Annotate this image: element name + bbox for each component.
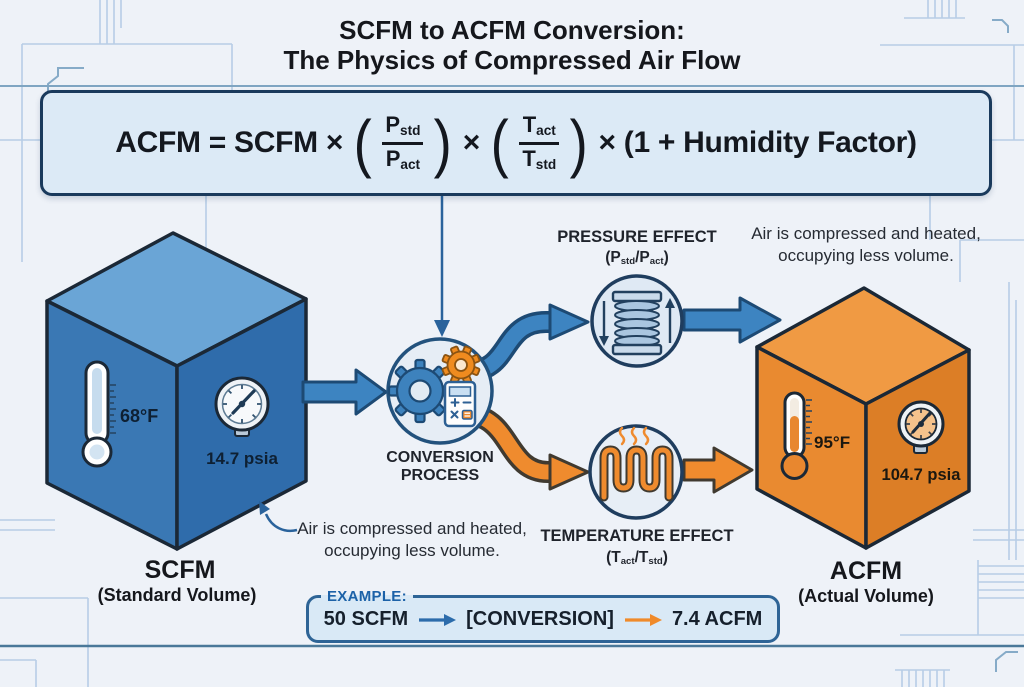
- pressure-effect-formula: (Pstd/Pact): [605, 249, 669, 267]
- formula-part: (P: [605, 249, 621, 266]
- blue-arrow-icon: [419, 613, 457, 626]
- formula-part: ): [662, 549, 668, 566]
- orange-arrow-icon: [624, 613, 662, 626]
- calculator-icon: [443, 380, 477, 428]
- annotation-line: Air is compressed and heated,: [297, 519, 527, 538]
- annotation-line: occupying less volume.: [778, 246, 954, 266]
- close-paren: ): [569, 107, 588, 179]
- formula-sub: act: [649, 256, 664, 268]
- example-label: EXAMPLE:: [327, 588, 407, 605]
- formula-box: ACFM = SCFM × ( Pstd Pact ) × ( Tact Tst…: [40, 90, 992, 196]
- frac-den-sub: std: [535, 157, 557, 172]
- arrow-pressure-to-acfm: [682, 296, 782, 344]
- acfm-sublabel: (Actual Volume): [798, 586, 934, 606]
- annotation-line: occupying less volume.: [324, 541, 500, 561]
- annotation-arrow: [259, 501, 298, 532]
- arrow-scfm-to-conversion: [301, 368, 388, 416]
- temperature-effect-title: TEMPERATURE EFFECT: [540, 527, 734, 545]
- frac-den: T: [522, 146, 536, 171]
- arrow-temperature-to-acfm: [682, 446, 754, 494]
- formula-part: ): [663, 249, 669, 266]
- annotation-center: Air is compressed and heated, occupying …: [297, 518, 527, 563]
- frac-num-sub: act: [536, 123, 556, 139]
- fraction-bar: [382, 141, 424, 145]
- acfm-temperature-value: 95°F: [814, 433, 851, 452]
- formula-sub: std: [620, 256, 636, 268]
- example-box: EXAMPLE: 50 SCFM [CONVERSION] 7.4 ACFM: [306, 588, 780, 643]
- scfm-sublabel: (Standard Volume): [97, 585, 257, 605]
- scfm-cube: [45, 231, 308, 551]
- arrow-formula-to-conversion: [434, 196, 450, 337]
- pressure-gauge-icon: [897, 400, 945, 454]
- frac-den-sub: act: [400, 157, 421, 172]
- spring-compression-icon: [599, 290, 675, 356]
- formula-part: (T: [606, 549, 621, 566]
- temperature-circle: [588, 424, 684, 520]
- frac-num: T: [522, 112, 537, 138]
- annotation-line: Air is compressed and heated,: [751, 224, 981, 243]
- example-output: 7.4 ACFM: [671, 608, 763, 630]
- formula-sub: act: [620, 556, 635, 568]
- pressure-gauge-icon: [214, 376, 270, 437]
- formula-suffix: × (1 + Humidity Factor): [598, 126, 917, 159]
- acfm-label: ACFM: [829, 557, 903, 585]
- example-row: 50 SCFM [CONVERSION] 7.4 ACFM: [317, 608, 769, 631]
- open-paren: (: [490, 107, 509, 179]
- close-paren: ): [434, 107, 453, 179]
- pressure-circle: [590, 274, 684, 368]
- formula-sub: std: [648, 556, 663, 568]
- example-input: 50 SCFM: [323, 608, 409, 630]
- fraction-bar: [519, 141, 560, 145]
- pressure-fraction: Pstd Pact: [382, 112, 424, 173]
- thermometer-icon: [780, 391, 812, 480]
- page-title-line2: The Physics of Compressed Air Flow: [283, 45, 741, 75]
- blueprint-decor-glyphs: [47, 19, 1018, 672]
- annotation-right: Air is compressed and heated, occupying …: [751, 223, 981, 268]
- conversion-circle: [386, 337, 494, 445]
- formula-prefix: ACFM = SCFM ×: [115, 126, 344, 159]
- scfm-temperature-value: 68°F: [120, 406, 159, 426]
- scfm-label: SCFM: [144, 556, 216, 584]
- frac-num-sub: std: [400, 123, 421, 139]
- example-process: [CONVERSION]: [466, 608, 614, 630]
- pressure-effect-title: PRESSURE EFFECT: [557, 228, 717, 246]
- frac-num: P: [385, 112, 401, 138]
- frac-den: P: [385, 146, 401, 171]
- temperature-effect-formula: (Tact/Tstd): [606, 549, 668, 567]
- formula-part: /T: [634, 549, 649, 566]
- thermometer-icon: [81, 360, 116, 468]
- heating-coil-icon: [599, 426, 674, 502]
- formula-times: ×: [462, 126, 481, 159]
- conversion-process-label: CONVERSION PROCESS: [386, 449, 494, 485]
- open-paren: (: [353, 107, 372, 179]
- acfm-pressure-value: 104.7 psia: [881, 466, 961, 484]
- page-title-line1: SCFM to ACFM Conversion:: [339, 15, 685, 45]
- formula-part: /P: [635, 249, 650, 266]
- temperature-fraction: Tact Tstd: [519, 112, 560, 173]
- scfm-pressure-value: 14.7 psia: [206, 449, 278, 468]
